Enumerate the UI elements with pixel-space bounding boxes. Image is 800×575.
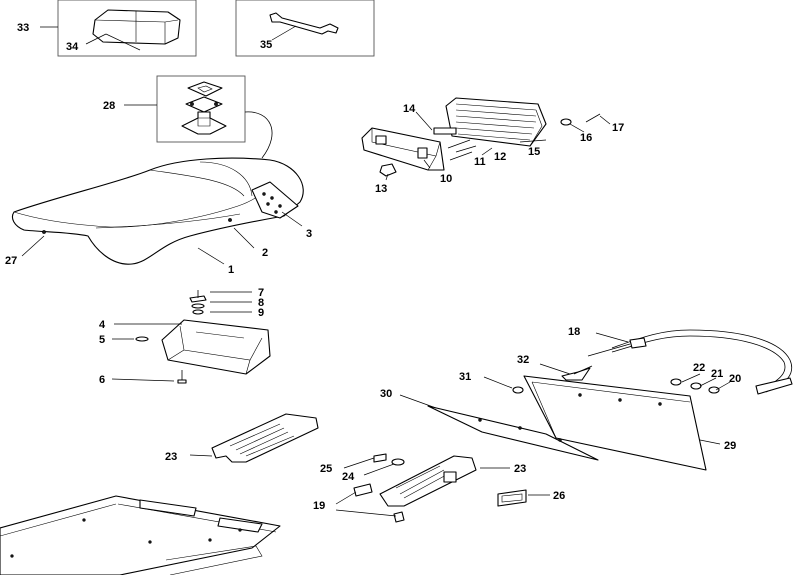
callout-labels: 33 34 35 28 1 2 3 27 7 8 9 4 5 6 14 15 1…	[5, 22, 741, 512]
callout-20: 20	[729, 373, 741, 385]
inset-box-wrench	[235, 0, 375, 57]
callout-24: 24	[342, 471, 355, 483]
callout-1: 1	[228, 264, 234, 276]
callout-14: 14	[403, 103, 416, 115]
callout-10: 10	[440, 173, 452, 185]
callout-31: 31	[459, 371, 471, 383]
callout-6: 6	[99, 374, 105, 386]
callout-17: 17	[612, 122, 624, 134]
callout-9: 9	[258, 307, 264, 319]
side-guard-right	[335, 453, 550, 523]
taillight-assembly	[361, 97, 611, 181]
callout-18: 18	[568, 326, 580, 338]
callout-22: 22	[693, 362, 705, 374]
callout-25: 25	[320, 463, 332, 475]
callout-15: 15	[528, 146, 540, 158]
inset-box-seat-cover	[40, 0, 197, 57]
callout-29: 29	[724, 440, 736, 452]
callout-35: 35	[260, 39, 272, 51]
callout-7: 7	[258, 287, 264, 299]
callout-32: 32	[517, 354, 529, 366]
callout-30: 30	[380, 388, 392, 400]
callout-26: 26	[553, 490, 565, 502]
rear-bumper-assembly	[399, 329, 793, 471]
seat-assembly	[11, 157, 304, 265]
storage-box-assembly	[111, 290, 271, 384]
callout-34: 34	[66, 41, 79, 53]
callout-13: 13	[375, 183, 387, 195]
side-guard-left	[189, 413, 319, 463]
callout-11: 11	[474, 156, 486, 168]
callout-23-right: 23	[514, 463, 526, 475]
callout-5: 5	[99, 334, 105, 346]
callout-12: 12	[494, 151, 506, 163]
callout-27: 27	[5, 255, 17, 267]
callout-28: 28	[103, 100, 115, 112]
inset-box-latch	[124, 75, 273, 159]
callout-8: 8	[258, 297, 264, 309]
callout-33: 33	[17, 22, 29, 34]
callout-2: 2	[262, 247, 268, 259]
callout-19: 19	[313, 500, 325, 512]
callout-4: 4	[99, 319, 106, 331]
callout-23-left: 23	[165, 451, 177, 463]
tunnel-chassis	[0, 495, 281, 575]
callout-3: 3	[306, 228, 312, 240]
callout-21: 21	[711, 368, 723, 380]
callout-16: 16	[580, 132, 592, 144]
